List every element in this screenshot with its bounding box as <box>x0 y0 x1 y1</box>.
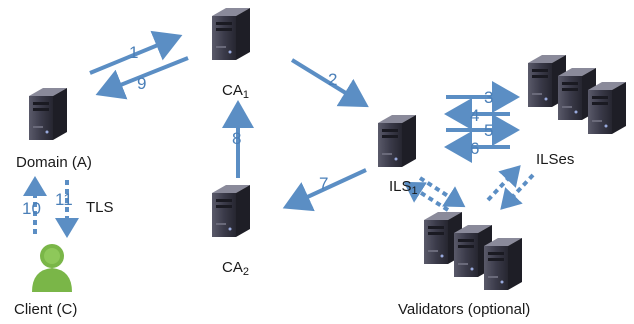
ca1-label: CA1 <box>222 82 249 101</box>
arrow-validators-to-ilses <box>486 165 521 202</box>
step-label-1: 1 <box>129 43 138 62</box>
user-icon <box>32 244 72 292</box>
client-label: Client (C) <box>14 301 77 318</box>
ca2-label: CA2 <box>222 259 249 278</box>
ilses-label: ILSes <box>536 151 574 168</box>
domain-server-icon <box>29 88 67 140</box>
step-label-6: 6 <box>470 139 479 158</box>
step-label-10: 10 <box>22 199 41 218</box>
step-label-8: 8 <box>232 129 241 148</box>
step-label-9: 9 <box>137 74 146 93</box>
arrow-validators-to-ils1 <box>403 181 450 212</box>
ca1-server-icon <box>212 8 250 60</box>
ilses-server-group-icon <box>528 55 626 134</box>
arrow-step-2 <box>290 58 369 108</box>
arrow-step-9 <box>95 56 189 100</box>
step-label-4: 4 <box>470 106 479 125</box>
arrow-ilses-to-validators <box>500 173 535 210</box>
validators-server-group-icon <box>424 212 522 290</box>
arrow-step-1 <box>89 30 183 75</box>
step-label-5: 5 <box>484 121 493 140</box>
step-label-11: 11 <box>55 190 73 209</box>
arrow-ils1-to-validators <box>418 176 466 208</box>
validators-label: Validators (optional) <box>398 301 530 318</box>
tls-label: TLS <box>86 199 114 216</box>
ils1-label: ILS1 <box>389 178 418 197</box>
step-label-3: 3 <box>484 88 493 107</box>
domain-label: Domain (A) <box>16 154 92 171</box>
ils1-server-icon <box>378 115 416 167</box>
step-label-7: 7 <box>319 174 328 193</box>
step-label-2: 2 <box>328 70 337 89</box>
ca2-server-icon <box>212 185 250 237</box>
arrow-step-7 <box>282 168 367 212</box>
